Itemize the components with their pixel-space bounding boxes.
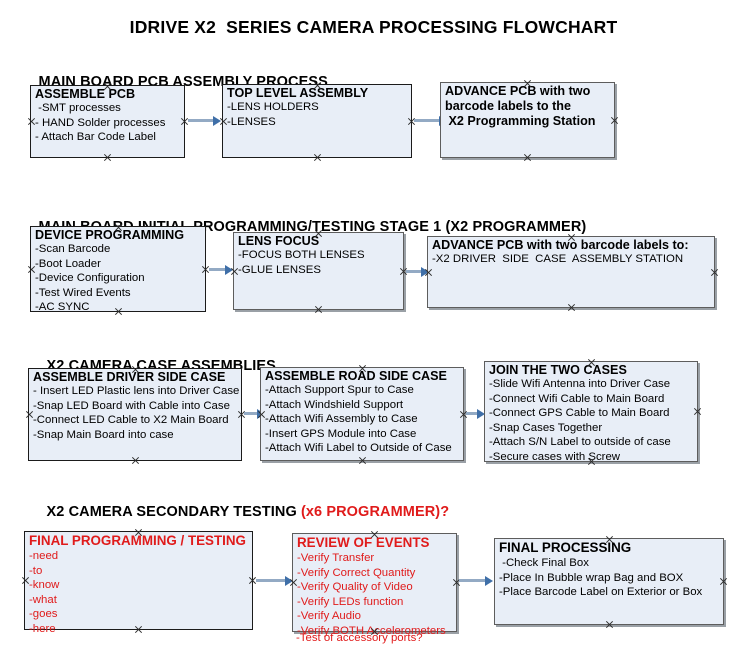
box-advance-pcb-to-x2-programming-station[interactable]: ADVANCE PCB with two barcode labels to t…	[440, 82, 615, 158]
box-title: ADVANCE PCB with two barcode labels to:	[432, 238, 689, 252]
page-title: IDRIVE X2 SERIES CAMERA PROCESSING FLOWC…	[129, 17, 618, 37]
box-line: -GLUE LENSES	[238, 263, 321, 276]
box-line: - Attach Bar Code Label	[35, 131, 156, 144]
box-line: -Attach Support Spur to Case	[265, 384, 414, 396]
box-line: -Device Configuration	[35, 272, 145, 285]
connector-arrow	[406, 270, 422, 273]
box-final-processing[interactable]: FINAL PROCESSING -Check Final Box -Place…	[494, 538, 724, 625]
box-line: -LENS HOLDERS	[227, 101, 319, 113]
box-line: -SMT processes	[35, 102, 121, 114]
resize-handle-bottom[interactable]	[103, 153, 112, 162]
box-line: -Verify Correct Quantity	[297, 566, 416, 579]
box-title: ASSEMBLE PCB	[35, 87, 136, 101]
box-title: TOP LEVEL ASSEMBLY	[227, 86, 369, 100]
connector-arrow	[414, 119, 440, 122]
box-title: DEVICE PROGRAMMING	[35, 228, 185, 242]
box-line: -Check Final Box	[499, 557, 589, 569]
box-line: -here	[29, 622, 56, 635]
box-title: REVIEW OF EVENTS	[297, 535, 430, 550]
section-header-accent: (x6 PROGRAMMER)?	[300, 504, 450, 520]
box-title: FINAL PROCESSING	[499, 540, 632, 555]
resize-handle-bottom[interactable]	[358, 456, 367, 465]
box-line: -Snap Main Board into case	[33, 428, 174, 441]
resize-handle-bottom[interactable]	[131, 456, 140, 465]
box-line: -Scan Barcode	[35, 243, 111, 255]
box-line: -Attach Wifi Label to Outside of Case	[265, 442, 452, 455]
box-device-programming[interactable]: DEVICE PROGRAMMING -Scan Barcode -Boot L…	[30, 226, 206, 314]
box-review-of-events[interactable]: REVIEW OF EVENTS -Verify Transfer -Verif…	[292, 533, 457, 637]
box-line: -goes	[29, 608, 58, 621]
box-line: -AC SYNC	[35, 301, 90, 314]
box-line: - HAND Solder processes	[35, 116, 166, 129]
box-title: ASSEMBLE ROAD SIDE CASE	[265, 369, 447, 383]
box-line: -Verify Transfer	[297, 552, 375, 564]
box-lens-focus[interactable]: LENS FOCUS -FOCUS BOTH LENSES -GLUE LENS…	[233, 232, 404, 310]
resize-handle-bottom[interactable]	[605, 620, 614, 629]
box-line: -Snap LED Board with Cable into Case	[33, 399, 230, 412]
box-line: -FOCUS BOTH LENSES	[238, 249, 365, 261]
box-line: -Verify Quality of Video	[297, 581, 413, 594]
box-title: JOIN THE TWO CASES	[489, 363, 627, 377]
box-join-the-two-cases[interactable]: JOIN THE TWO CASES -Slide Wifi Antenna i…	[484, 361, 698, 463]
box-top-level-assembly[interactable]: TOP LEVEL ASSEMBLY -LENS HOLDERS -LENSES	[222, 84, 412, 158]
resize-handle-right[interactable]	[710, 268, 719, 277]
box-line: -Place In Bubble wrap Bag and BOX	[499, 571, 684, 584]
box-overflow-line: -Test of accessory ports?	[296, 632, 423, 644]
box-title: ADVANCE PCB with two	[445, 84, 591, 98]
connector-arrow	[209, 268, 226, 271]
box-line: -Secure cases with Screw	[489, 450, 621, 463]
box-line: -what	[29, 593, 57, 606]
box-line: -Connect GPS Cable to Main Board	[489, 407, 670, 420]
box-line: -Place Barcode Label on Exterior or Box	[499, 586, 703, 599]
box-line: -LENSES	[227, 115, 276, 128]
box-line: -Connect LED Cable to X2 Main Board	[33, 414, 229, 427]
box-line: X2 Programming Station	[445, 114, 596, 128]
box-line: -Verify BOTH Accelerometers	[297, 624, 446, 637]
box-line: barcode labels to the	[445, 99, 571, 113]
connector-arrow	[256, 579, 286, 582]
resize-handle-bottom[interactable]	[523, 153, 532, 162]
box-line: -Slide Wifi Antenna into Driver Case	[489, 378, 671, 390]
box-assemble-driver-side-case[interactable]: ASSEMBLE DRIVER SIDE CASE - Insert LED P…	[28, 368, 242, 461]
section-header-text: X2 CAMERA SECONDARY TESTING	[46, 504, 301, 520]
box-line: -X2 DRIVER SIDE CASE ASSEMBLY STATION	[432, 253, 684, 265]
box-line: -to	[29, 564, 43, 577]
box-title: FINAL PROGRAMMING / TESTING	[29, 533, 246, 548]
box-line: -Snap Cases Together	[489, 421, 603, 434]
box-title: LENS FOCUS	[238, 234, 320, 248]
resize-handle-bottom[interactable]	[314, 305, 323, 314]
box-line: -Attach Wifi Assembly to Case	[265, 413, 418, 426]
box-line: -Attach Windshield Support	[265, 398, 404, 411]
box-final-programming-testing[interactable]: FINAL PROGRAMMING / TESTING -need -to -k…	[24, 531, 253, 635]
box-line: -Verify LEDs function	[297, 595, 404, 608]
box-advance-pcb-to-driver-side-case-assembly[interactable]: ADVANCE PCB with two barcode labels to: …	[427, 236, 715, 308]
box-title: ASSEMBLE DRIVER SIDE CASE	[33, 370, 226, 384]
connector-arrow	[188, 119, 214, 122]
box-line: -Connect Wifi Cable to Main Board	[489, 392, 665, 405]
resize-handle-bottom[interactable]	[567, 303, 576, 312]
box-assemble-pcb[interactable]: ASSEMBLE PCB -SMT processes - HAND Solde…	[30, 85, 185, 158]
connector-arrow	[244, 412, 258, 415]
box-line: -Attach S/N Label to outside of case	[489, 436, 671, 449]
box-line: - Insert LED Plastic lens into Driver Ca…	[33, 385, 240, 397]
box-line: -Boot Loader	[35, 257, 101, 270]
box-assemble-road-side-case[interactable]: ASSEMBLE ROAD SIDE CASE -Attach Support …	[260, 367, 464, 461]
connector-arrow	[459, 579, 486, 582]
box-line: -Verify Audio	[297, 610, 361, 623]
box-line: -need	[29, 550, 59, 562]
box-line: -Test Wired Events	[35, 286, 131, 299]
section-header-x2-camera-secondary-testing: X2 CAMERA SECONDARY TESTING (x6 PROGRAMM…	[30, 488, 450, 536]
connector-arrow	[466, 412, 478, 415]
resize-handle-bottom[interactable]	[313, 153, 322, 162]
box-line: -Insert GPS Module into Case	[265, 427, 417, 440]
box-line: -know	[29, 579, 60, 592]
